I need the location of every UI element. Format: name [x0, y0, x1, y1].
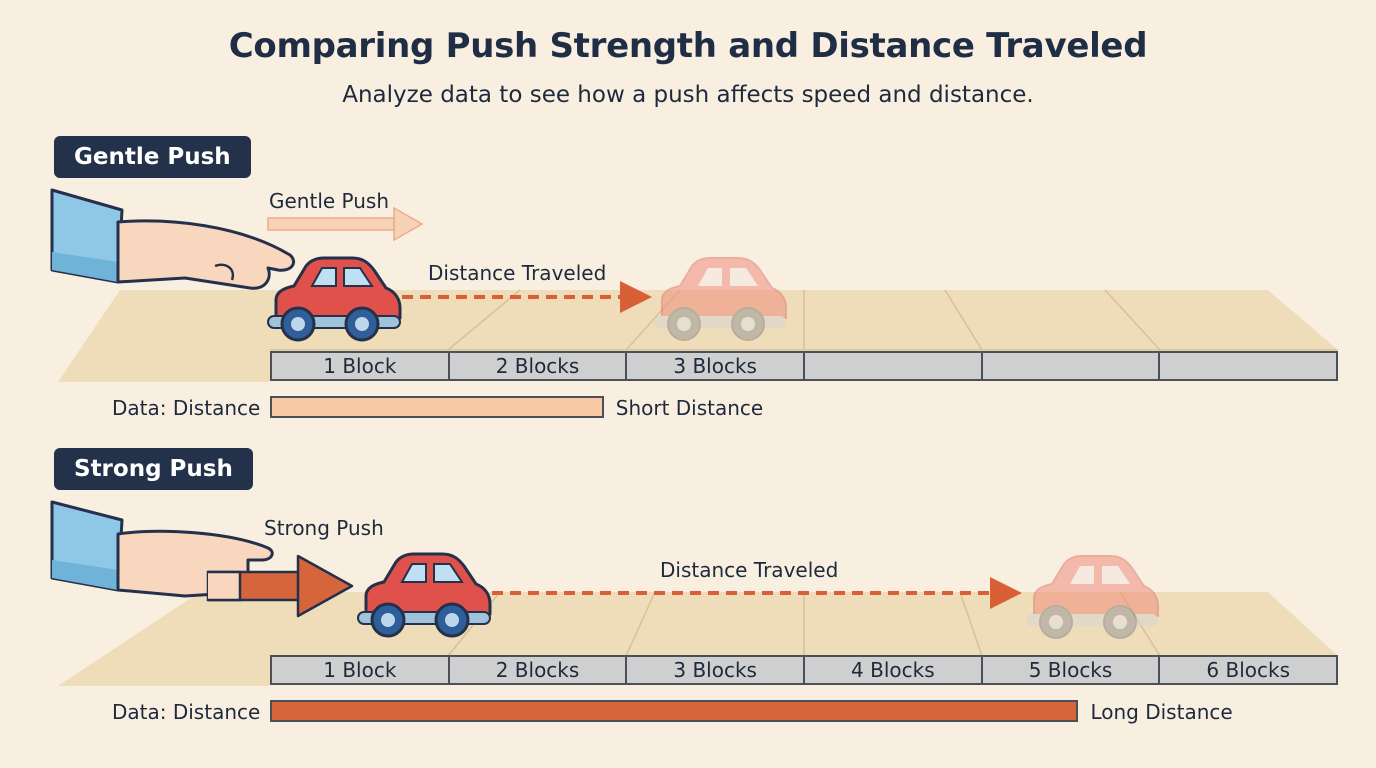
strong-push-badge: Strong Push	[54, 448, 253, 490]
page-subtitle: Analyze data to see how a push affects s…	[342, 82, 1034, 108]
strong-distance-arrow-icon	[492, 577, 1022, 609]
gentle-block-4	[805, 353, 983, 379]
strong-push-arrow-icon	[206, 554, 354, 618]
gentle-car-ghost-icon	[654, 257, 787, 341]
gentle-block-5	[983, 353, 1161, 379]
gentle-car-icon	[267, 256, 402, 342]
gentle-block-1: 1 Block	[272, 353, 450, 379]
gentle-distance-arrow-icon	[402, 281, 652, 313]
gentle-hand-icon	[50, 188, 295, 290]
gentle-result-label: Short Distance	[615, 396, 764, 420]
strong-block-2: 2 Blocks	[450, 657, 628, 683]
gentle-block-ruler: 1 Block 2 Blocks 3 Blocks	[270, 351, 1338, 381]
gentle-push-label: Gentle Push	[269, 189, 389, 213]
strong-block-6: 6 Blocks	[1206, 658, 1290, 682]
strong-distance-bar	[270, 700, 1079, 722]
gentle-block-6	[1160, 353, 1336, 379]
gentle-distance-bar	[270, 396, 604, 418]
gentle-distance-label: Distance Traveled	[428, 261, 606, 285]
strong-result-label: Long Distance	[1090, 700, 1233, 724]
strong-car-ghost-icon	[1026, 555, 1159, 639]
page-title: Comparing Push Strength and Distance Tra…	[228, 26, 1148, 66]
strong-block-3: 3 Blocks	[627, 657, 806, 683]
gentle-data-label: Data: Distance	[112, 396, 261, 420]
strong-car-icon	[357, 552, 492, 638]
strong-block-4: 4 Blocks	[805, 657, 983, 683]
gentle-block-3: 3 Blocks	[627, 353, 806, 379]
gentle-block-2: 2 Blocks	[450, 353, 628, 379]
strong-distance-label: Distance Traveled	[660, 558, 838, 582]
strong-data-label: Data: Distance	[112, 700, 261, 724]
gentle-push-badge: Gentle Push	[54, 136, 251, 178]
strong-block-1: 1 Block	[272, 657, 450, 683]
strong-block-ruler: 1 Block 2 Blocks 3 Blocks 4 Blocks 5 Blo…	[270, 655, 1338, 685]
strong-block-5: 5 Blocks	[983, 657, 1161, 683]
gentle-push-arrow-icon	[267, 206, 424, 242]
strong-push-label: Strong Push	[264, 516, 384, 540]
